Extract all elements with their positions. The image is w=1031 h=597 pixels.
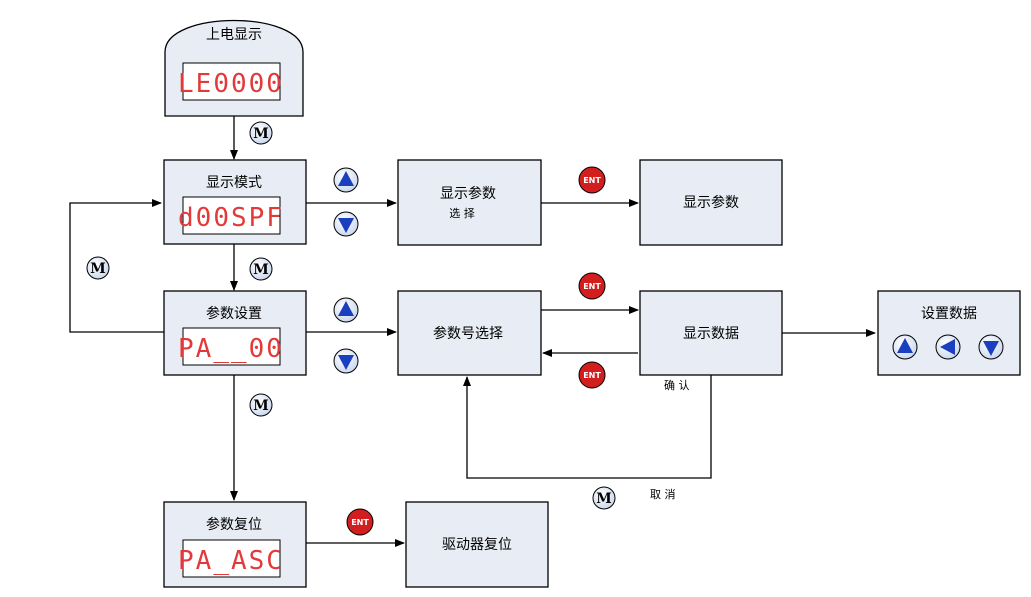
- svg-text:ENT: ENT: [583, 371, 601, 380]
- down-arrow-icon: [338, 218, 354, 233]
- up-arrow-icon: [338, 171, 354, 186]
- svg-text:ENT: ENT: [583, 282, 601, 291]
- confirm-label: 确 认: [664, 379, 690, 392]
- display-mode-display: d00SPF: [178, 203, 284, 233]
- down-arrow-icon: [338, 355, 354, 370]
- set-data-up-button: [892, 334, 918, 360]
- display-data-label: 显示数据: [683, 326, 739, 342]
- ent-key-reset: ENT: [346, 508, 374, 536]
- drive-reset-label: 驱动器复位: [442, 536, 512, 553]
- up-arrow-icon: [897, 338, 913, 353]
- edge-cancel-loop: [463, 375, 712, 479]
- power-on-label: 上电显示: [206, 27, 262, 43]
- m-key-mode: M: [249, 257, 273, 281]
- node-set-data: 设置数据: [877, 290, 1021, 376]
- up-key-mode: [333, 167, 359, 193]
- set-data-down-button: [978, 334, 1004, 360]
- node-param-set: 参数设置 PA__00: [163, 290, 307, 376]
- cancel-label: 取 消: [650, 487, 676, 501]
- node-display-data: 显示数据: [639, 290, 783, 376]
- node-drive-reset: 驱动器复位: [405, 501, 549, 588]
- node-param-no-select: 参数号选择: [397, 290, 542, 376]
- svg-text:ENT: ENT: [583, 176, 601, 185]
- node-display-param-select: 显示参数 选 择: [397, 159, 542, 246]
- set-data-left-button: [935, 334, 961, 360]
- display-param-label: 显示参数: [683, 194, 739, 211]
- node-power-on: 上电显示 LE0000: [164, 19, 304, 117]
- m-key-loop: M: [86, 256, 110, 280]
- svg-text:M: M: [253, 398, 269, 414]
- param-reset-display: PA_ASC: [178, 546, 284, 576]
- power-on-display: LE0000: [178, 69, 284, 99]
- ent-key-select: ENT: [578, 166, 606, 194]
- ent-key-data: ENT: [578, 361, 606, 389]
- set-data-label: 设置数据: [921, 306, 977, 322]
- param-set-display: PA__00: [178, 334, 284, 364]
- up-arrow-icon: [338, 301, 354, 316]
- param-reset-label: 参数复位: [206, 516, 262, 533]
- down-key-param: [333, 348, 359, 374]
- up-key-param: [333, 297, 359, 323]
- m-key-cancel: M: [592, 486, 616, 510]
- display-param-select-line2: 选 择: [449, 206, 475, 220]
- node-display-mode: 显示模式 d00SPF: [163, 159, 307, 245]
- m-key-power: M: [249, 121, 273, 145]
- svg-text:M: M: [596, 491, 612, 507]
- svg-text:M: M: [90, 261, 106, 277]
- connectors: [69, 116, 876, 547]
- svg-text:M: M: [253, 262, 269, 278]
- left-arrow-icon: [940, 339, 955, 355]
- edge-param-loop-to-mode: [69, 199, 164, 333]
- param-no-select-label: 参数号选择: [433, 325, 503, 342]
- m-key-param: M: [249, 393, 273, 417]
- svg-text:ENT: ENT: [351, 518, 369, 527]
- param-set-label: 参数设置: [206, 305, 262, 322]
- node-param-reset: 参数复位 PA_ASC: [163, 501, 307, 588]
- display-mode-label: 显示模式: [206, 175, 262, 191]
- ent-key-paramno: ENT: [578, 272, 606, 300]
- svg-text:M: M: [253, 126, 269, 142]
- down-arrow-icon: [983, 341, 999, 356]
- down-key-mode: [333, 211, 359, 237]
- display-param-select-line1: 显示参数: [440, 185, 496, 202]
- node-display-param: 显示参数: [639, 159, 783, 246]
